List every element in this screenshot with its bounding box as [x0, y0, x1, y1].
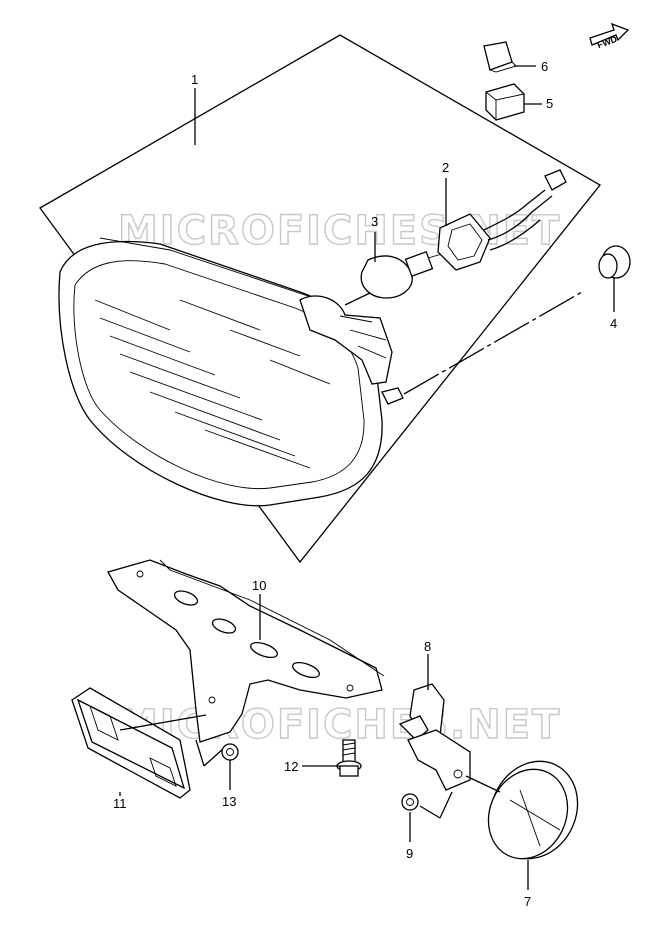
callout-2: 2 [442, 160, 449, 175]
callout-5: 5 [546, 96, 553, 111]
callout-10: 10 [252, 578, 266, 593]
fwd-arrow-icon: FWD [589, 22, 630, 50]
watermark-top: MICROFICHES.NET [118, 208, 561, 254]
tail-lamp-housing [58, 237, 404, 507]
callout-9: 9 [406, 846, 413, 861]
leader-nut-9 [419, 805, 441, 819]
leader-reflector [119, 714, 207, 731]
callout-leaders [119, 65, 615, 890]
watermark-bottom: MICROFICHES.NET [118, 702, 561, 748]
callout-12: 12 [284, 759, 298, 774]
leader-nut-9b [439, 791, 453, 819]
callout-4: 4 [610, 316, 617, 331]
cushion-5-icon [485, 83, 525, 121]
callout-7: 7 [524, 894, 531, 909]
callout-13: 13 [222, 794, 236, 809]
leader-round-reflector [465, 775, 501, 793]
leader-nut-13b [195, 739, 205, 767]
bolt-12-icon [336, 739, 362, 777]
round-reflector-icon [487, 760, 579, 860]
nut-9-icon [401, 793, 419, 811]
leader-nut-13 [203, 747, 225, 767]
callout-6: 6 [541, 59, 548, 74]
leader-housing-grommet [403, 291, 583, 395]
callout-3: 3 [371, 214, 378, 229]
grommet-icon [598, 245, 631, 279]
reflector-bracket-icon [398, 683, 471, 791]
leader-housing-bulb [344, 291, 373, 306]
bulb-icon [360, 250, 443, 299]
reflector-icon [71, 687, 191, 799]
socket-wire-icon [437, 169, 567, 271]
cushion-6-icon [483, 41, 517, 73]
nut-13-icon [221, 743, 239, 761]
callout-1: 1 [191, 72, 198, 87]
callout-8: 8 [424, 639, 431, 654]
bracket-icon [107, 559, 385, 743]
callout-11: 11 [113, 796, 127, 811]
